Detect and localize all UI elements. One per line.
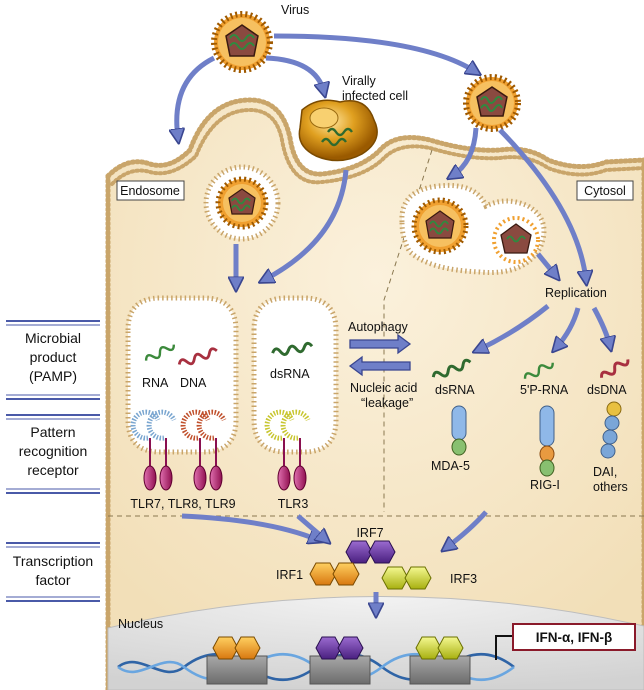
rigi-label: RIG-I [530,478,560,492]
endosome-cytosol-divider [383,149,433,512]
cytosol-label-box [576,180,634,201]
irf-dimer-on-dna-orange [212,636,261,660]
side-prr-line2: recognition [19,443,88,459]
virus-top [211,11,273,73]
tlr3-label: TLR3 [278,497,309,511]
side-label-pamp: Microbial product (PAMP) [6,320,100,400]
mda5-sensor [451,405,467,456]
dna-label: DNA [180,376,207,390]
side-prr-line1: Pattern [30,424,75,440]
virally-infected-cell [298,99,378,162]
uncoated-capsid [492,216,540,264]
dsdna-strand [600,359,630,378]
mda5-label: MDA-5 [431,459,470,473]
rigi-sensor [539,405,555,477]
dsrna-endo-label: dsRNA [270,367,310,381]
cell-membrane-inner [110,107,644,186]
nucleic-acid-label-1: Nucleic acid [350,381,417,395]
endosome-label: Endosome [120,184,180,198]
tlr789-label: TLR7, TLR8, TLR9 [130,497,235,511]
side-label-tf: Transcription factor [6,542,100,602]
p5rna-strand [523,362,554,379]
replication-label: Replication [545,286,607,300]
ifn-box [512,623,636,651]
tlr3-receptors [264,409,311,491]
irf1-label: IRF1 [276,568,303,582]
irf-dimer-on-dna-purple [315,636,364,660]
irf7-dimer [345,540,396,564]
promoter-box-irf7 [309,655,371,685]
irf3-dimer [381,566,432,590]
side-pamp-line2: product [30,349,77,365]
promoter-box-irf1 [206,655,268,685]
irf1-dimer [309,562,360,586]
side-pamp-line3: (PAMP) [29,368,77,384]
nucleus-label: Nucleus [118,617,163,631]
endosome-label-box [116,180,185,201]
ifn-label: IFN-α, IFN-β [536,630,613,645]
promoter-box-irf3 [409,655,471,685]
transcription-arrow [495,635,512,660]
cytosol-label: Cytosol [584,184,626,198]
p5rna-label: 5'P-RNA [520,383,569,397]
dna-strand [177,347,218,366]
side-label-prr: Pattern recognition receptor [6,414,100,494]
autophagy-arrows [348,333,412,377]
virally-label-2: infected cell [342,89,408,103]
virus-label: Virus [281,3,309,17]
side-tf-line1: Transcription [13,553,93,569]
dsrna-cyto-label: dsRNA [435,383,475,397]
side-prr-line3: receptor [27,462,79,478]
side-tf-line2: factor [35,572,70,588]
pathway-arrows [177,33,610,612]
dai-label-2: others [593,480,628,494]
tlr789-receptors [130,409,227,491]
rna-strand [144,344,176,361]
virally-label-1: Virally [342,74,377,88]
dsrna-cyto-strand [431,358,472,378]
dai-sensor [600,401,622,459]
irf3-label: IRF3 [450,572,477,586]
autophagy-label: Autophagy [348,320,409,334]
irf7-label: IRF7 [356,526,383,540]
dsdna-label: dsDNA [587,383,627,397]
dai-label-1: DAI, [593,465,617,479]
virus-right [463,74,521,132]
irf-dimer-on-dna-yellow [415,636,464,660]
dsrna-endo-strand [271,341,314,356]
rna-label: RNA [142,376,169,390]
nucleic-acid-label-2: “leakage” [361,396,413,410]
side-pamp-line1: Microbial [25,330,81,346]
endosome-vesicle-virus [203,164,281,242]
